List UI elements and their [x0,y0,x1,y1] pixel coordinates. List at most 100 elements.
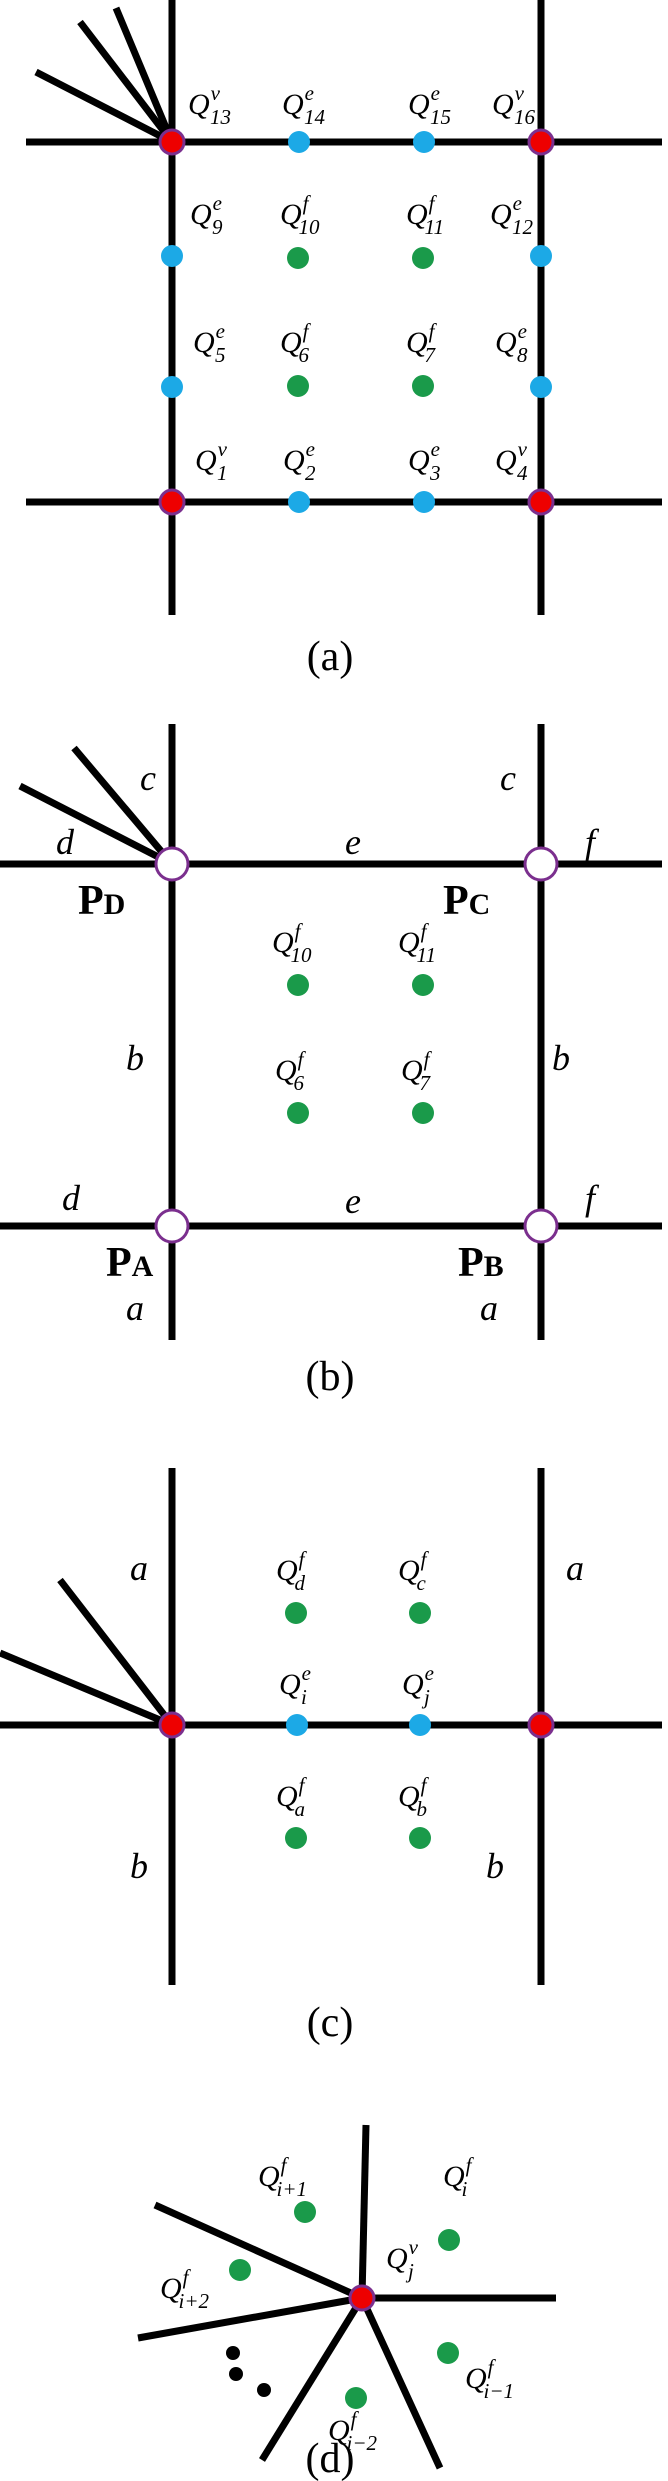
open-vertex-pd [154,846,190,882]
face-point-qa [285,1827,307,1849]
edge-point-q14 [288,131,310,153]
panel-b-lines [0,724,662,1340]
edge-point-qj [409,1714,431,1736]
face-point-qc [409,1602,431,1624]
ellipsis-dot-1 [226,2346,240,2360]
face-point-qim1 [437,2342,459,2364]
edge-point-q3 [413,491,435,513]
ellipsis-dot-3 [257,2383,271,2397]
face-point-qb [409,1827,431,1849]
edge-label-b-right: b [486,1846,504,1886]
edge-label-c-right: c [500,758,516,798]
panel-d-lines [137,2124,556,2470]
panel-d-spoke-up [358,2124,370,2299]
panel-b-points [154,846,559,1244]
edge-label-c-left: c [140,758,156,798]
face-point-q6 [287,1102,309,1124]
edge-label-f-bottom: f [585,1178,600,1218]
face-point-qd [285,1602,307,1624]
edge-label-a-left: a [126,1288,144,1328]
vertex-point-left [158,1711,186,1739]
edge-point-qi [286,1714,308,1736]
vertex-point-qj [348,2284,376,2312]
edge-label-d-bottom: d [62,1178,81,1218]
face-point-q7 [412,375,434,397]
panel-a-spoke-3 [112,6,176,144]
edge-point-q5 [161,376,183,398]
face-point-q10 [287,974,309,996]
face-point-q7 [412,1102,434,1124]
edge-label-b-right: b [552,1038,570,1078]
edge-point-q15 [413,131,435,153]
panel-c-points [158,1602,555,1849]
face-point-qi [438,2229,460,2251]
face-point-qi1 [294,2201,316,2223]
face-point-q6 [287,375,309,397]
panel-c-spoke-2 [57,1577,175,1728]
panel-c-edge-labels: a a b b [130,1548,584,1886]
edge-label-e-top: e [345,822,361,862]
panel-d-points [226,2201,460,2409]
face-point-q10 [287,247,309,269]
edge-label-a-right: a [566,1548,584,1588]
corner-label-pb: PB [458,1240,504,1286]
vertex-point-q1 [158,488,186,516]
panel-d-spoke-down-right [358,2296,444,2470]
vertex-point-q13 [158,128,186,156]
edge-point-q8 [530,376,552,398]
edge-label-b-left: b [130,1846,148,1886]
panel-b-spoke-2 [71,745,175,867]
edge-point-q12 [530,245,552,267]
edge-label-f-top: f [585,822,600,862]
panel-d-spoke-upper-left [153,2201,364,2302]
edge-label-d-top: d [56,822,75,862]
panel-b-spoke-1 [18,782,174,868]
panel-d-spoke-down-left [259,2296,365,2462]
face-point-q11 [412,974,434,996]
panel-a-lines [26,0,662,615]
panel-b-caption: (b) [306,1354,355,1400]
edge-point-q2 [288,491,310,513]
edge-point-q9 [161,245,183,267]
panel-a-spoke-1 [34,68,174,146]
panel-a-points [158,128,555,516]
panel-c-lines [0,1468,662,1985]
panel-a-caption: (a) [307,634,354,680]
panel-b-edge-labels: c c d e f b b d e f a a [56,758,600,1328]
vertex-point-q16 [527,128,555,156]
vertex-point-right [527,1711,555,1739]
